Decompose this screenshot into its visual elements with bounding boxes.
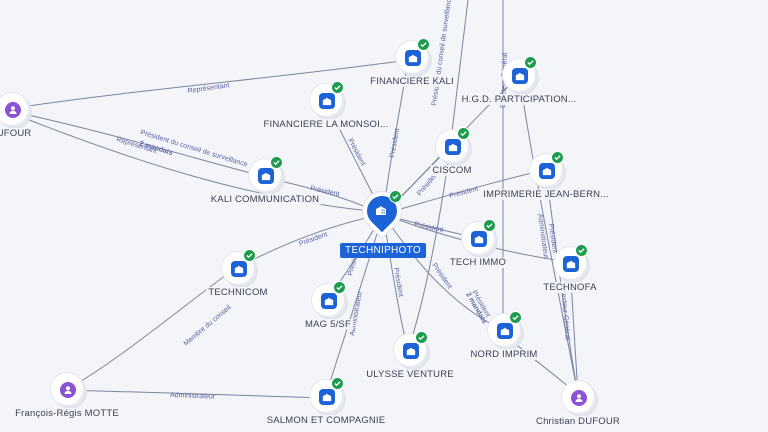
edge-label-president-ulysse: Président	[392, 267, 404, 297]
check-icon	[333, 281, 346, 294]
edge-christian-hgd	[519, 79, 579, 396]
person-icon	[571, 390, 587, 406]
company-node-ciscom[interactable]: CISCOM	[430, 127, 474, 176]
company-node-technofa[interactable]: TECHNOFA	[541, 244, 599, 293]
company-node-financiere-la-monsoi[interactable]: FINANCIERE LA MONSOI...	[261, 81, 391, 130]
check-icon	[331, 81, 344, 94]
check-icon	[524, 56, 537, 69]
person-label: Christian DUFOUR	[534, 416, 622, 427]
person-icon	[60, 382, 76, 398]
edge-tp-nord	[382, 213, 504, 331]
check-icon	[509, 311, 522, 324]
building-icon	[403, 343, 419, 359]
company-node-mag-5-sf[interactable]: MAG 5/SF	[303, 281, 353, 330]
company-node-nord-imprim[interactable]: NORD IMPRIM	[468, 311, 540, 360]
edge-dufour-financiere-kali	[13, 59, 409, 109]
edge-dufour-kali-communication	[13, 111, 263, 177]
company-label: MAG 5/SF	[303, 319, 353, 330]
edge-label-president-imprimerie: Président	[449, 186, 479, 200]
company-node-ulysse-venture[interactable]: ULYSSE VENTURE	[364, 331, 456, 380]
edge-tp-imprimerie	[382, 169, 546, 215]
edge-ciscom-top	[449, 0, 469, 149]
check-icon	[415, 331, 428, 344]
building-icon	[445, 139, 461, 155]
building-icon	[497, 323, 513, 339]
person-node-francois-regis-motte[interactable]: François-Régis MOTTE	[13, 372, 121, 419]
building-icon	[319, 389, 335, 405]
edge-motte-technicom	[65, 267, 237, 391]
edge-label-administrateur: Administrateur	[170, 392, 216, 401]
company-node-imprimerie-jean-bern[interactable]: IMPRIMERIE JEAN-BERN...	[481, 151, 611, 200]
edge-label-general-christian: Directeur Général	[559, 285, 571, 341]
check-icon	[389, 190, 402, 203]
check-icon	[331, 377, 344, 390]
edge-label-representant: Représentant	[187, 82, 230, 95]
check-icon	[270, 156, 283, 169]
person-icon	[5, 102, 21, 118]
building-icon	[539, 163, 555, 179]
edge-label-membre-conseil: Membre du conseil	[183, 304, 233, 348]
person-label: nt DUFOUR	[0, 128, 34, 139]
building-icon	[258, 168, 274, 184]
company-node-technicom[interactable]: TECHNICOM	[206, 249, 270, 298]
edge-label-president-fin-kali: Président	[389, 128, 401, 158]
building-icon	[405, 50, 421, 66]
building-icon	[319, 93, 335, 109]
building-icon	[512, 68, 528, 84]
company-label: NORD IMPRIM	[468, 349, 540, 360]
company-label: TECH IMMO	[447, 257, 509, 268]
building-icon	[231, 261, 247, 277]
check-icon	[575, 244, 588, 257]
company-label: TECHNICOM	[206, 287, 270, 298]
person-node-nt-dufour[interactable]: nt DUFOUR	[0, 92, 34, 139]
company-label: KALI COMMUNICATION	[208, 194, 322, 205]
check-icon	[483, 219, 496, 232]
person-node-christian-dufour[interactable]: Christian DUFOUR	[534, 380, 622, 427]
center-node-label[interactable]: TECHNIPHOTO	[340, 243, 426, 258]
company-label: FINANCIERE LA MONSOI...	[261, 119, 391, 130]
center-node-techniphoto[interactable]	[360, 189, 404, 234]
edge-motte-salmon	[65, 389, 326, 399]
company-label: SALMON ET COMPAGNIE	[264, 415, 388, 426]
building-icon	[563, 256, 579, 272]
company-label: CISCOM	[430, 165, 474, 176]
company-label: TECHNOFA	[541, 282, 599, 293]
company-node-hgd-participation[interactable]: H.G.D. PARTICIPATION...	[459, 56, 579, 105]
company-node-salmon-et-compagnie[interactable]: SALMON ET COMPAGNIE	[264, 377, 388, 426]
building-icon	[471, 231, 487, 247]
edge-label-president-conseil-top: Président du conseil de surveillance	[431, 0, 453, 106]
edge-label-president-christian: Président	[547, 223, 558, 253]
check-icon	[417, 38, 430, 51]
company-label: FINANCIERE KALI	[368, 76, 456, 87]
company-label: H.G.D. PARTICIPATION...	[459, 94, 579, 105]
company-node-financiere-kali[interactable]: FINANCIERE KALI	[368, 38, 456, 87]
check-icon	[457, 127, 470, 140]
building-icon	[375, 203, 387, 221]
company-node-tech-immo[interactable]: TECH IMMO	[447, 219, 509, 268]
company-node-kali-communication[interactable]: KALI COMMUNICATION	[208, 156, 322, 205]
person-label: François-Régis MOTTE	[13, 408, 121, 419]
company-label: ULYSSE VENTURE	[364, 369, 456, 380]
edge-dufour-techniphoto	[13, 113, 381, 213]
edge-label-president-tech-immo: Président	[414, 221, 444, 234]
check-icon	[551, 151, 564, 164]
check-icon	[243, 249, 256, 262]
company-label: IMPRIMERIE JEAN-BERN...	[481, 189, 611, 200]
building-icon	[321, 293, 337, 309]
